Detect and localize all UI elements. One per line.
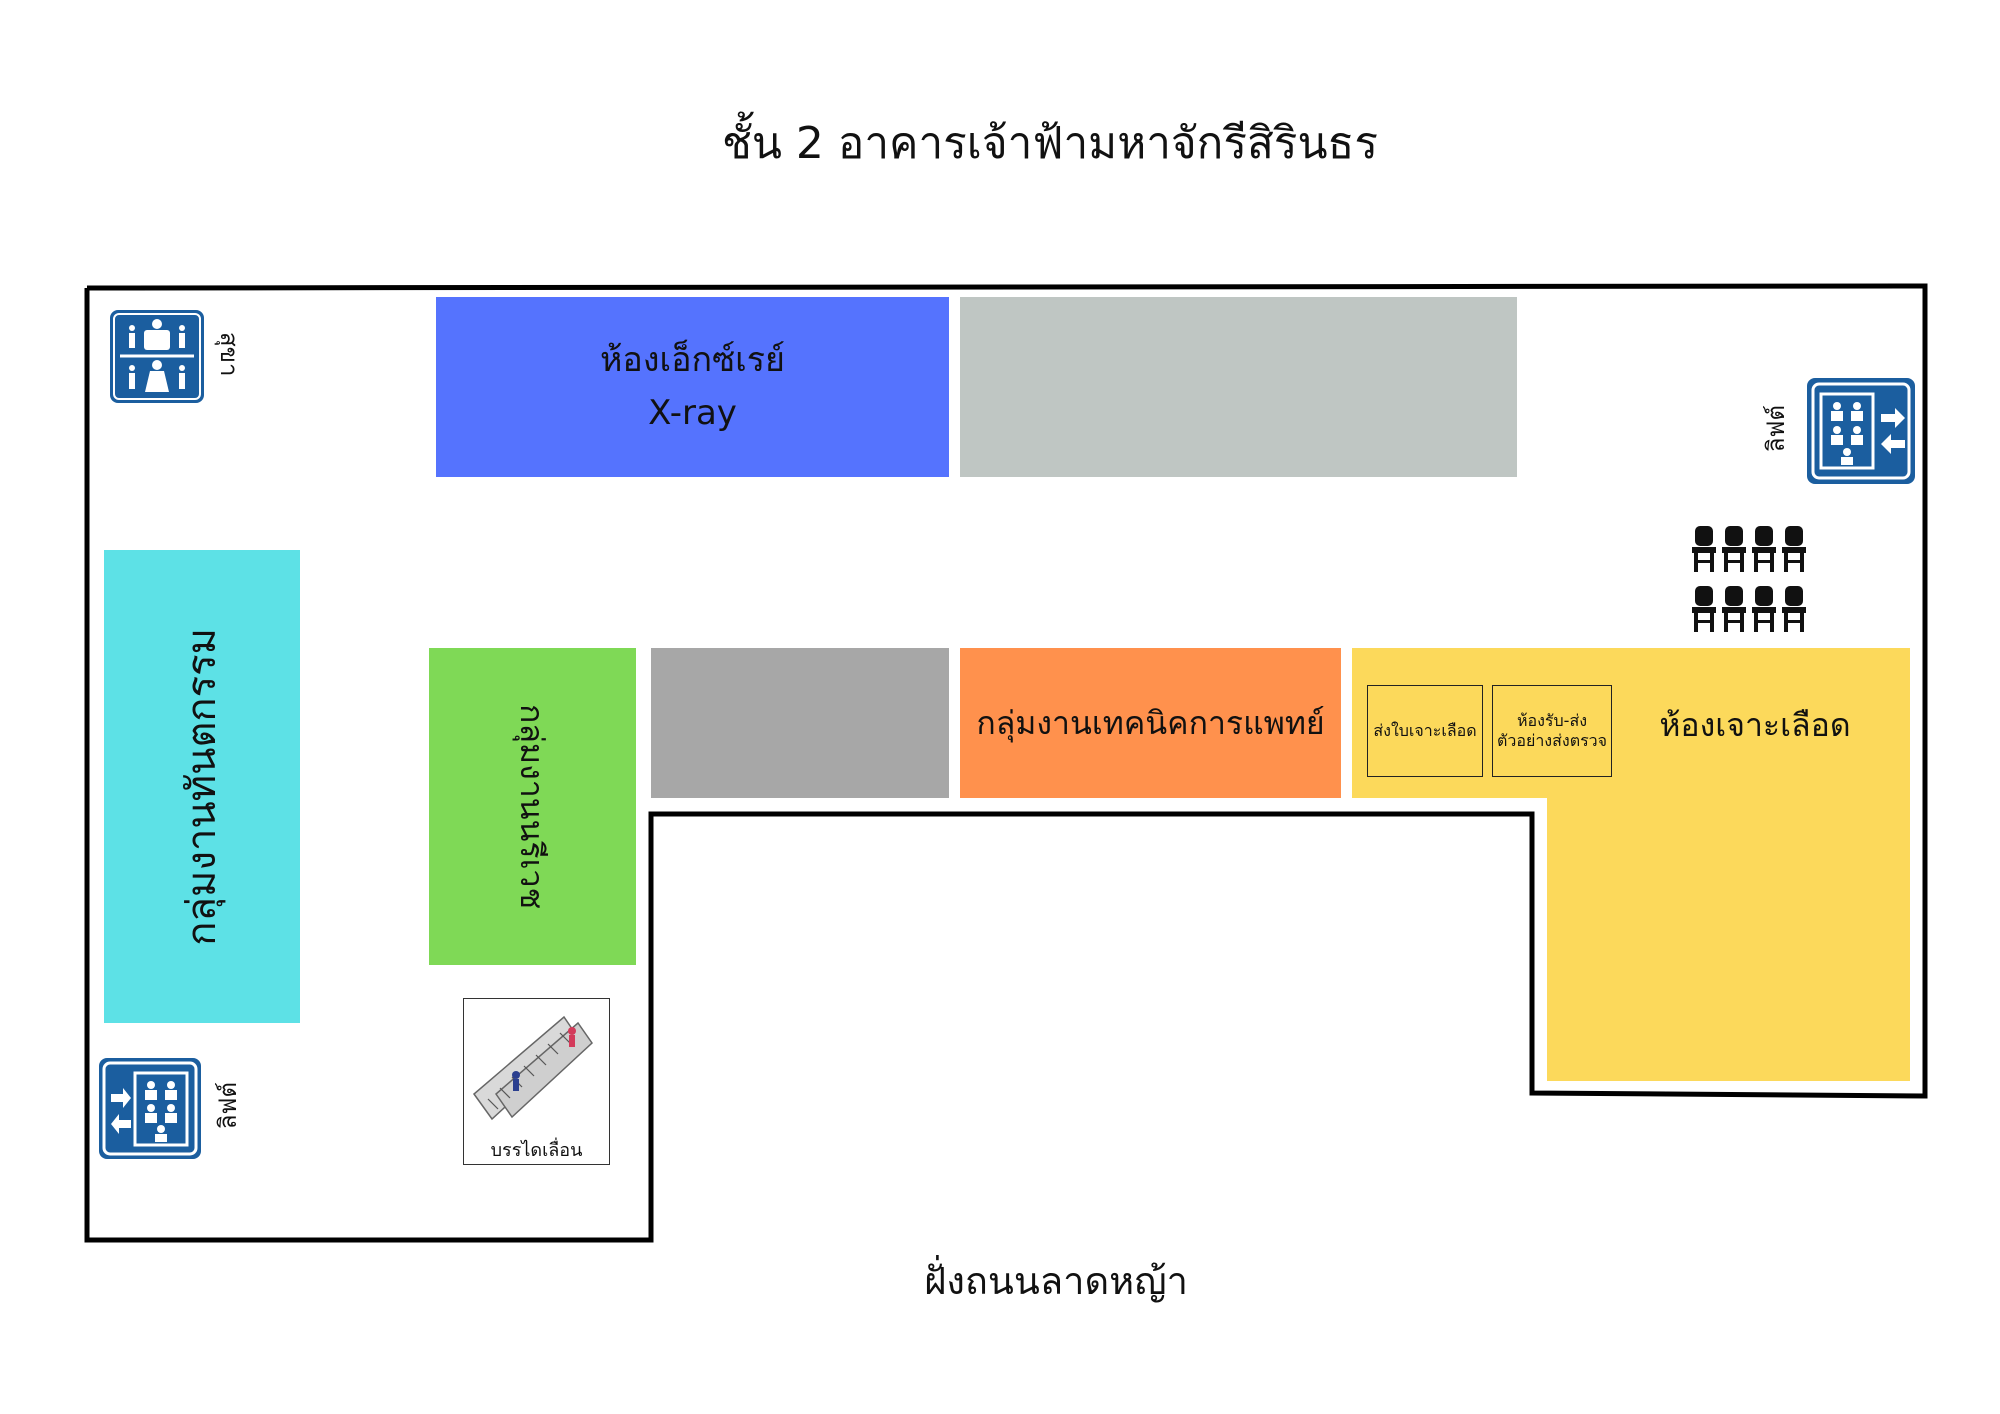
elevator-glyph-right [1811,382,1911,480]
building-outline [84,283,1928,1243]
lift-left-label: ลิฟต์ [214,1082,242,1130]
xray-label-en: X-ray [648,393,737,433]
gyn-label: กลุ่มงานนรีเวช [513,703,551,910]
medtech-room[interactable]: กลุ่มงานเทคนิคการแพทย์ [960,648,1341,798]
page-title: ชั้น 2 อาคารเจ้าฟ้ามหาจักรีสิรินธร [721,118,1379,169]
send-blood-order-box[interactable]: ส่งใบเจาะเลือด [1367,685,1483,777]
chair-icon [1722,526,1746,572]
gyn-room[interactable]: กลุ่มงานนรีเวช [429,648,636,965]
elevator-icon-right[interactable] [1807,378,1915,484]
escalator-label: บรรไดเลื่อน [490,1140,583,1161]
chair-icon [1692,526,1716,572]
escalator-icon [472,1015,593,1121]
lab-area-bottom [1547,797,1910,1081]
unlabeled-room-middle [651,648,949,798]
waiting-chairs [1692,526,1806,632]
medtech-label: กลุ่มงานเทคนิคการแพทย์ [976,703,1325,742]
lift-right-label: ลิฟต์ [1762,405,1790,453]
unlabeled-room-top [960,297,1517,477]
sample-receive-label-1: ห้องรับ-ส่ง [1516,711,1588,730]
chair-icon [1752,526,1776,572]
xray-room[interactable]: ห้องเอ็กซ์เรย์ X-ray [436,297,949,477]
blood-draw-label: ห้องเจาะเลือด [1659,706,1851,744]
dental-label: กลุ่มงานทันตกรรม [179,627,225,946]
elevator-glyph-left [102,1061,198,1156]
xray-label-th: ห้องเอ็กซ์เรย์ [600,340,785,381]
sample-receive-label-2: ตัวอย่างส่งตรวจ [1496,731,1608,750]
street-label: ฝั่งถนนลาดหญ้า [924,1259,1188,1303]
send-blood-order-label: ส่งใบเจาะเลือด [1373,721,1477,740]
chair-icon [1782,526,1806,572]
elevator-icon-left[interactable] [99,1058,201,1159]
dental-room[interactable]: กลุ่มงานทันตกรรม [104,550,300,1023]
restroom-icon[interactable] [110,310,204,403]
chair-icon [1752,586,1776,632]
sample-receive-box[interactable]: ห้องรับ-ส่ง ตัวอย่างส่งตรวจ [1492,685,1612,777]
chair-icon [1722,586,1746,632]
restroom-label: สุขา [215,332,243,377]
restroom-glyph [113,313,201,400]
escalator-box[interactable]: บรรไดเลื่อน [463,998,610,1165]
chair-icon [1692,586,1716,632]
chair-icon [1782,586,1806,632]
